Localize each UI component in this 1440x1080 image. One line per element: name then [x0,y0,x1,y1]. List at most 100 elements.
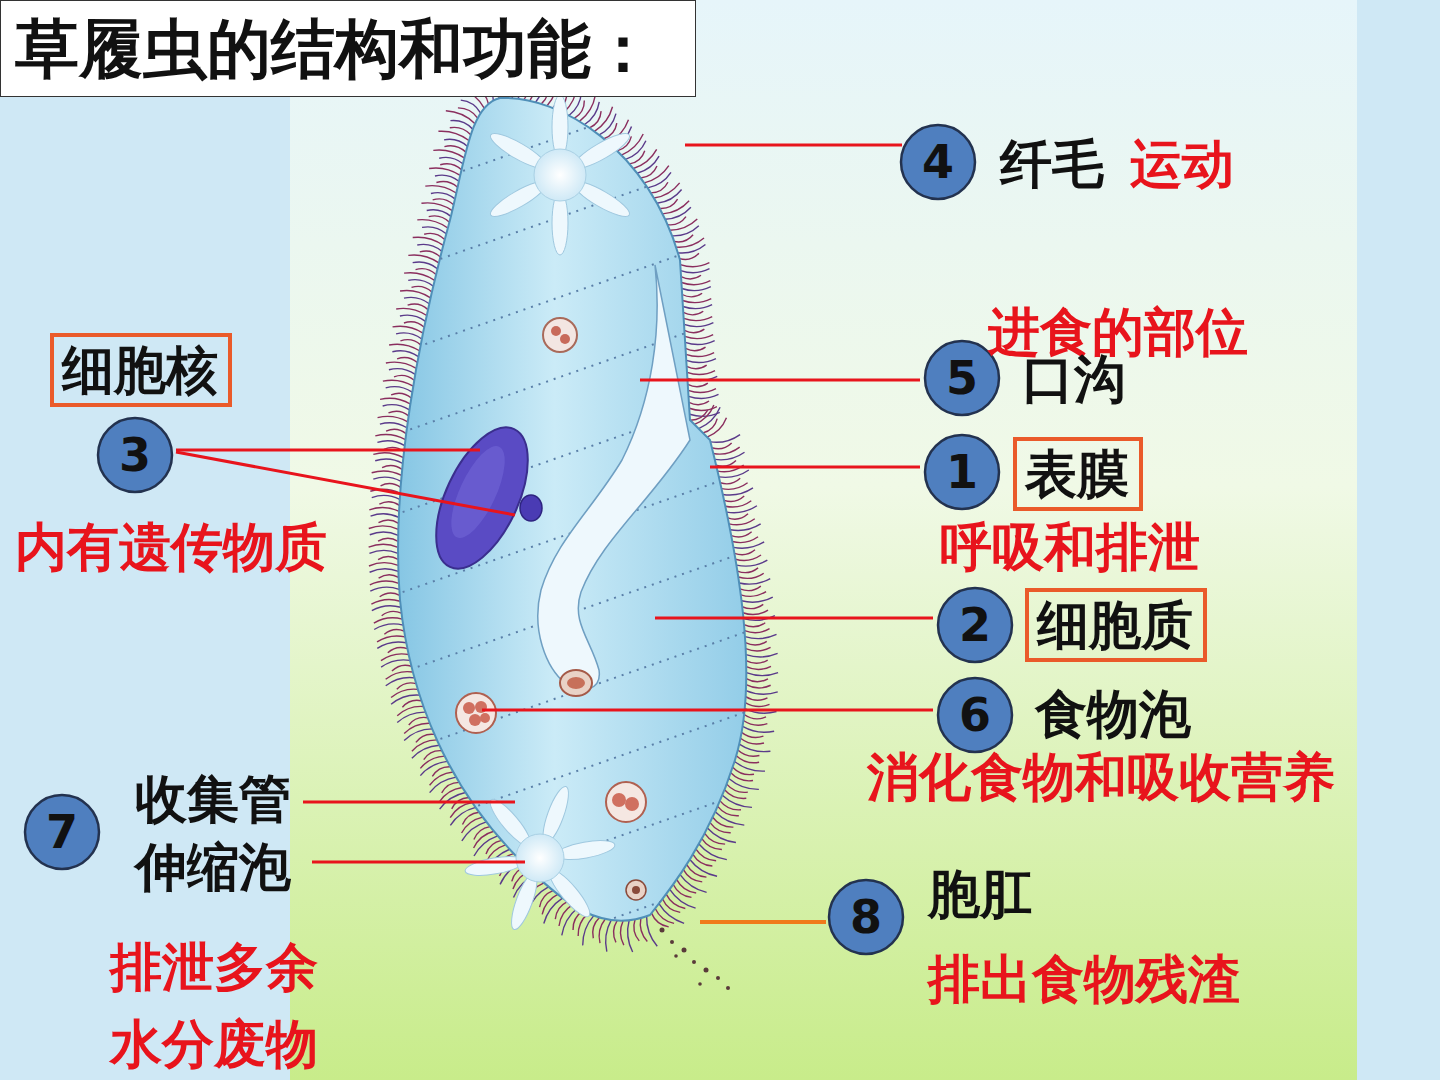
cilium [683,311,703,315]
cilium [381,654,409,661]
cilium [590,111,602,128]
cilium [677,880,696,893]
cilium [386,362,416,368]
cilium [744,715,766,719]
cilium [729,779,759,790]
cilium [732,537,758,543]
cilium [375,459,403,464]
cilium [729,519,755,525]
cilium [651,913,668,927]
cilium [647,916,658,946]
cilium [408,255,439,263]
oral-groove [538,265,690,690]
cilium [424,233,445,239]
cilium [666,894,685,908]
cilium [626,141,646,160]
function-note: 排泄多余 [110,938,318,998]
cilium [383,380,413,386]
cilium [438,131,469,140]
cilium [369,563,398,566]
cilium [746,673,778,676]
cilium [727,784,748,792]
cilium [633,149,656,168]
cilium [436,181,457,187]
cilium [374,624,403,630]
cilium [380,423,407,428]
cilium [746,660,768,663]
cilium [723,488,753,495]
cilium [369,508,399,512]
cilium [392,665,411,671]
cilium [462,812,479,824]
cilium [397,683,416,689]
cilium [681,275,701,279]
cilium [377,441,404,446]
cilium [404,322,424,327]
cilium [716,461,736,467]
cilium [416,269,436,275]
cilium [693,854,712,866]
cilium [719,470,749,477]
cilia [369,67,778,952]
cilium [380,593,400,597]
cilium [680,253,699,259]
callout-number: 2 [936,586,1014,664]
cilium [400,291,431,298]
cilium [731,773,753,781]
cilium [736,560,767,566]
cilium [628,920,633,952]
cilium [641,166,657,178]
cilium [703,419,717,433]
cilium [429,168,460,175]
cilium [594,107,612,132]
cilium [746,666,771,669]
cilium [724,496,744,501]
cilium [412,740,437,751]
cilium [614,921,618,943]
function-note: 消化食物和吸收营养 [867,748,1335,808]
cilium [413,262,438,269]
cilium [417,244,441,251]
cilium [430,777,456,792]
cilium [678,245,705,254]
cilium [740,586,761,591]
callout-number: 1 [923,433,1001,511]
cilium [680,263,709,267]
cilium [374,618,402,623]
cilium [369,544,398,547]
cilium [474,827,490,840]
cell-body [398,98,746,921]
cilium [680,875,707,893]
cilium [370,569,399,572]
surface-rows [380,60,780,1000]
cilium [397,357,417,362]
cilium [720,478,740,484]
function-note: 内有遗传物质 [15,518,327,578]
cilium [743,726,775,732]
cilium [388,411,408,416]
callout-circle: 1 [923,433,1001,511]
cilium [444,139,467,146]
cilium [634,919,639,940]
cilium [746,685,770,688]
cilium [705,833,725,844]
function-note: 呼吸和排泄 [940,518,1200,578]
cilium [712,443,732,449]
function-note: 运动 [1130,135,1234,195]
cilium [727,506,757,513]
cilium [381,484,401,488]
cilium [402,700,421,707]
cilium [742,597,773,602]
cilium [735,555,761,560]
cilium [681,269,710,273]
callout-circle: 3 [96,416,174,494]
cilium [663,899,681,912]
callout-number: 4 [899,123,977,201]
cilium [417,220,448,228]
cilium [422,227,446,234]
cilium [442,782,459,793]
waste-particles [660,928,731,991]
cilium [371,600,400,605]
cilium [404,723,430,733]
cilium [450,121,472,130]
